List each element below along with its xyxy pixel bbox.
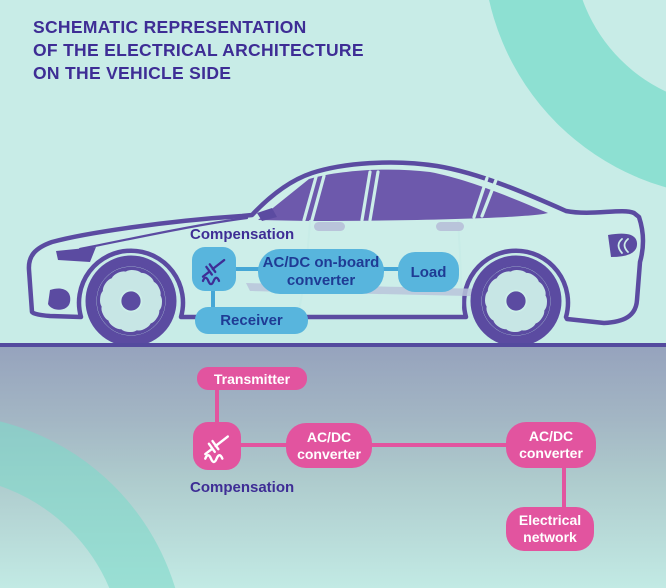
transmitter-label: Transmitter	[213, 370, 291, 387]
taillight-detail	[617, 238, 629, 254]
decorative-ring-top-right	[489, 0, 666, 188]
ground-line	[0, 343, 666, 347]
side-mirror	[257, 208, 277, 221]
acdc-converter-2-label-line1: AC/DC	[528, 428, 574, 445]
fog-light	[48, 288, 71, 310]
window-pillar-lines	[302, 170, 498, 222]
acdc-converter-1-label-line2: converter	[297, 445, 361, 462]
onboard-converter-box: AC/DC on-board converter	[258, 249, 384, 294]
hood-crease-line	[78, 216, 249, 251]
electrical-network-box: Electrical network	[506, 507, 594, 551]
connector-converter2-to-network	[562, 468, 566, 508]
receiver-label: Receiver	[220, 312, 283, 329]
taillight	[608, 233, 638, 257]
capacitor-inductor-icon	[201, 258, 226, 286]
electrical-network-label-line1: Electrical	[518, 512, 582, 529]
load-box: Load	[398, 252, 459, 292]
onboard-converter-label-line1: AC/DC on-board	[262, 253, 380, 271]
ground-compensation-label: Compensation	[190, 479, 295, 496]
page-title-line1: SCHEMATIC REPRESENTATION	[33, 17, 307, 37]
door-handle-front	[314, 222, 345, 231]
acdc-converter-2-box: AC/DC converter	[506, 422, 596, 468]
acdc-converter-1-label-line1: AC/DC	[306, 428, 352, 445]
connector-converter1-to-converter2	[372, 443, 507, 447]
page-title-line2: OF THE ELECTRICAL ARCHITECTURE	[33, 39, 364, 60]
door-handle-rear	[436, 222, 464, 231]
rear-wheel	[470, 255, 562, 345]
connector-compensation-to-converter1	[241, 443, 287, 447]
connector-compensation-to-receiver	[211, 289, 215, 309]
ground-compensation-box	[193, 422, 241, 470]
onboard-converter-label-line2: converter	[286, 271, 356, 289]
connector-transmitter-to-compensation	[215, 389, 219, 423]
transmitter-box: Transmitter	[197, 367, 307, 390]
load-label: Load	[410, 263, 447, 281]
vehicle-compensation-box	[192, 247, 236, 291]
headlight	[56, 247, 96, 262]
page-title: SCHEMATIC REPRESENTATION OF THE ELECTRIC…	[33, 16, 453, 84]
car-illustration	[26, 160, 646, 345]
receiver-box: Receiver	[195, 307, 308, 334]
connector-compensation-to-converter	[234, 267, 260, 271]
capacitor-inductor-icon	[204, 435, 230, 464]
acdc-converter-1-box: AC/DC converter	[286, 423, 372, 468]
acdc-converter-2-label-line2: converter	[519, 445, 583, 461]
page-title-line3: ON THE VEHICLE SIDE	[33, 62, 232, 83]
front-wheel	[85, 255, 177, 345]
electrical-network-label-line2: network	[523, 529, 577, 545]
vehicle-compensation-label: Compensation	[190, 226, 295, 243]
connector-converter-to-load	[382, 267, 400, 271]
